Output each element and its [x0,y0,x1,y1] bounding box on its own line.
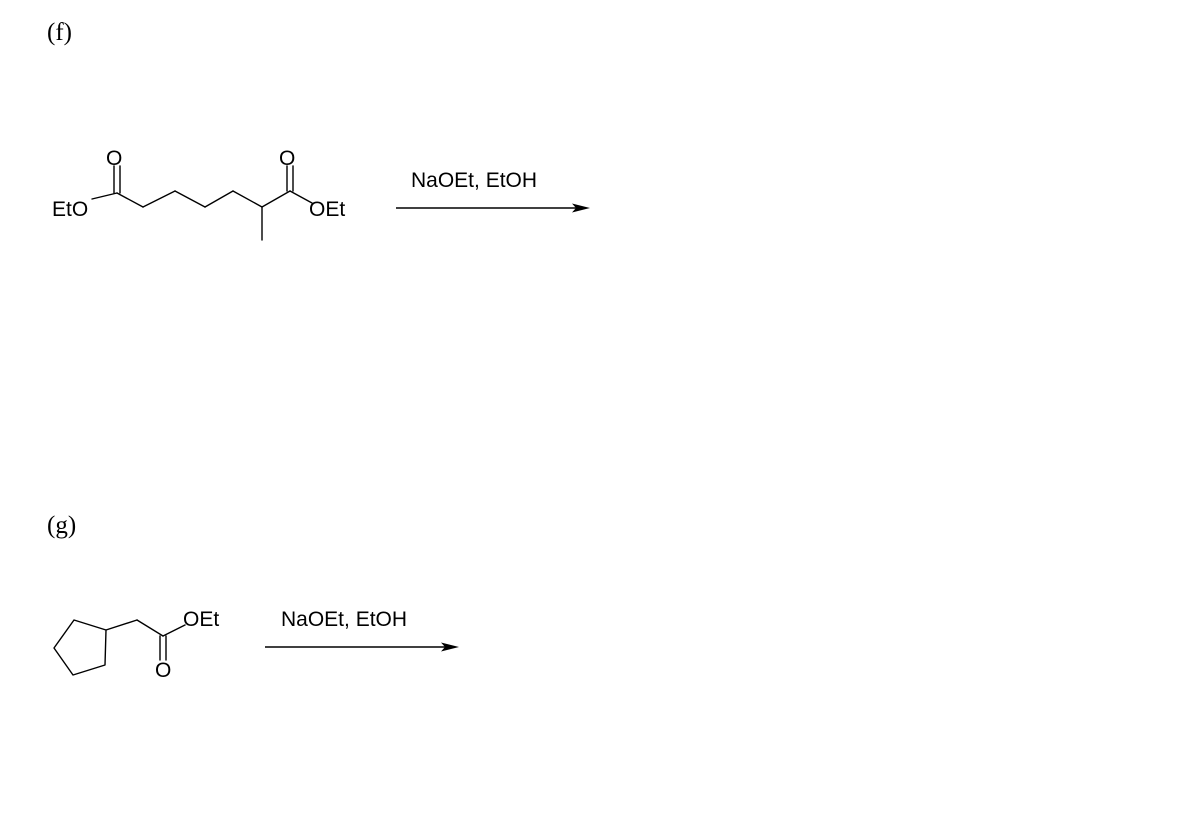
left-carbonyl-oxygen-label: O [106,147,122,170]
reaction-f-left-carbonyl [113,165,121,194]
bond [116,192,144,208]
bond [162,624,186,637]
right-carbonyl-oxygen-label: O [279,147,295,170]
cyclopentane-ring [53,619,107,676]
reaction-g: (g) OEt O NaOEt, EtOH [47,512,459,682]
reaction-g-substrate: OEt O [53,608,219,682]
bond [174,190,206,208]
reaction-f: (f) EtO [47,19,590,241]
arrow-head [572,203,590,213]
reaction-f-reagents: NaOEt, EtOH [411,169,537,192]
reaction-f-substrate: EtO O O OEt [52,147,345,241]
reaction-f-arrow: NaOEt, EtOH [396,169,590,213]
reaction-g-side-chain [105,619,186,637]
bond [232,190,263,208]
bond [91,192,118,200]
ester-oxygen-label: OEt [183,608,219,631]
bond [142,190,176,208]
reaction-g-carbonyl [159,635,167,661]
reaction-f-right-carbonyl [286,165,294,192]
reaction-g-arrow: NaOEt, EtOH [265,608,459,652]
bond [105,619,138,631]
reaction-f-carbon-chain [91,190,313,241]
bond [136,619,164,637]
reaction-f-label: (f) [47,19,72,46]
arrow-head [441,642,459,652]
left-ester-oxygen-label: EtO [52,198,88,221]
reaction-g-label: (g) [47,512,76,539]
carbonyl-oxygen-label: O [155,659,171,682]
right-ester-oxygen-label: OEt [309,198,345,221]
bond [204,190,234,208]
bond [289,190,313,204]
reaction-g-reagents: NaOEt, EtOH [281,608,407,631]
bond [261,190,291,208]
